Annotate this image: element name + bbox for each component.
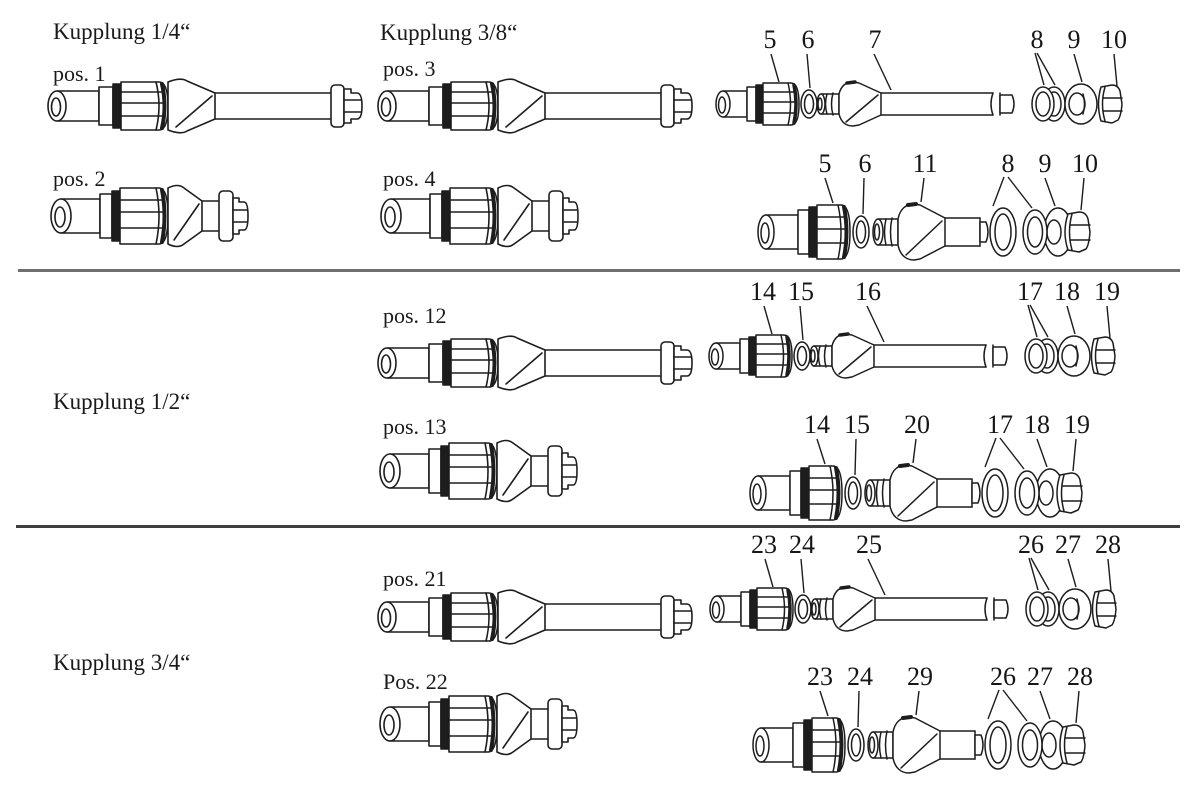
part-number: 14 [804, 410, 830, 439]
section-title-kupplung-3-8: Kupplung 3/8“ [380, 20, 518, 45]
part-number: 16 [855, 277, 881, 306]
pos-label-2: pos. 2 [53, 166, 106, 191]
part-number: 7 [869, 25, 882, 54]
pos-label-21: pos. 21 [383, 566, 447, 591]
coupling-drawing-pos-3 [376, 77, 694, 135]
part-number: 8 [1031, 25, 1044, 54]
exploded-view-2-long: 14 15 16 17 18 19 [707, 277, 1120, 380]
part-number: 18 [1054, 277, 1080, 306]
coupling-drawing-pos-1 [46, 77, 364, 135]
pos-label-12: pos. 12 [383, 303, 447, 328]
coupling-drawing-pos-13 [378, 438, 579, 504]
part-number: 5 [819, 149, 832, 178]
coupling-drawing-pos-12 [376, 334, 694, 392]
part-number: 24 [789, 530, 815, 559]
pos-label-3: pos. 3 [383, 56, 436, 81]
part-number: 25 [856, 530, 882, 559]
part-number: 11 [912, 149, 937, 178]
exploded-view-1-short: 5 6 11 8 9 10 [756, 149, 1098, 262]
pos-label-1: pos. 1 [53, 61, 106, 86]
part-number: 26 [1018, 530, 1044, 559]
coupling-drawing-pos-21 [376, 588, 694, 646]
part-number: 28 [1095, 530, 1121, 559]
part-number: 17 [1017, 277, 1043, 306]
part-number: 23 [807, 662, 833, 691]
section-divider-top [18, 269, 1180, 272]
part-number: 18 [1024, 410, 1050, 439]
part-number: 6 [802, 25, 815, 54]
part-number: 10 [1072, 149, 1098, 178]
part-number: 10 [1101, 25, 1127, 54]
section-divider-bottom [16, 525, 1180, 528]
exploded-view-3-short: 23 24 29 26 27 28 [751, 662, 1093, 775]
part-number: 17 [987, 410, 1013, 439]
exploded-view-3-long: 23 24 25 26 27 28 [708, 530, 1121, 633]
part-number: 20 [904, 410, 930, 439]
coupling-drawing-pos-22 [378, 691, 579, 757]
part-number: 28 [1067, 662, 1093, 691]
part-number: 15 [844, 410, 870, 439]
part-number: 29 [907, 662, 933, 691]
coupling-drawing-pos-4 [379, 183, 580, 249]
part-number: 19 [1064, 410, 1090, 439]
pos-label-22: Pos. 22 [383, 669, 448, 694]
part-number: 24 [847, 662, 873, 691]
part-number: 6 [859, 149, 872, 178]
part-number: 19 [1094, 277, 1120, 306]
section-title-kupplung-3-4: Kupplung 3/4“ [53, 650, 191, 675]
part-number: 23 [751, 530, 777, 559]
part-number: 9 [1068, 25, 1081, 54]
section-title-kupplung-1-2: Kupplung 1/2“ [53, 389, 191, 414]
exploded-view-2-short: 14 15 20 17 18 19 [748, 410, 1090, 523]
pos-label-13: pos. 13 [383, 414, 447, 439]
part-number: 5 [764, 25, 777, 54]
section-title-kupplung-1-4: Kupplung 1/4“ [53, 19, 191, 44]
part-number: 9 [1039, 149, 1052, 178]
pos-label-4: pos. 4 [383, 166, 436, 191]
part-number: 27 [1027, 662, 1053, 691]
coupling-drawing-pos-2 [49, 183, 250, 249]
part-number: 27 [1055, 530, 1081, 559]
part-number: 15 [788, 277, 814, 306]
exploded-view-1-long: 5 6 7 8 9 10 [714, 25, 1127, 128]
part-number: 26 [990, 662, 1016, 691]
part-number: 14 [750, 277, 776, 306]
part-number: 8 [1002, 149, 1015, 178]
